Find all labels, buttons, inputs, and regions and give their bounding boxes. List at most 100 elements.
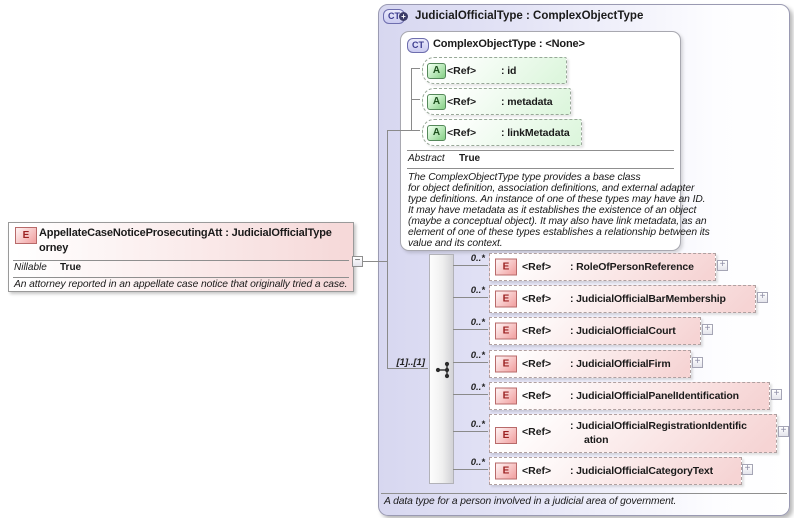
base-type-title: ComplexObjectType : <None> — [433, 38, 585, 50]
connector-line — [453, 469, 488, 470]
element-name: : JudicialOfficialBarMembership — [570, 293, 726, 305]
sequence-group-bar[interactable] — [429, 254, 454, 484]
element-title-line2: orney — [39, 242, 69, 254]
divider — [407, 168, 674, 169]
element-ref: <Ref> — [522, 325, 552, 337]
element-ref: <Ref> — [522, 390, 552, 402]
divider — [407, 150, 674, 151]
element-name-line2: ation — [584, 434, 609, 446]
element-ref: <Ref> — [522, 426, 552, 438]
abstract-label: Abstract — [408, 153, 445, 164]
connector-line — [363, 261, 387, 262]
occurrence-label: 0..* — [470, 382, 485, 393]
attribute-name: : linkMetadata — [501, 126, 570, 139]
connector-line — [387, 130, 388, 369]
connector-line — [453, 297, 488, 298]
element-icon: E — [495, 258, 517, 276]
connector-line — [453, 329, 488, 330]
complex-type-icon-label: CT — [412, 40, 424, 50]
element-icon: E — [495, 462, 517, 480]
attribute-box-id[interactable]: A <Ref> : id — [422, 57, 567, 84]
element-icon: E — [495, 355, 517, 373]
collapse-toggle[interactable]: − — [352, 256, 363, 267]
expand-toggle[interactable]: + — [692, 357, 703, 368]
nillable-label: Nillable — [14, 262, 47, 273]
element-ref: <Ref> — [522, 293, 552, 305]
expand-toggle[interactable]: + — [702, 324, 713, 335]
element-name-line1: : JudicialOfficialRegistrationIdentific — [570, 420, 747, 432]
base-type-description: The ComplexObjectType type provides a ba… — [408, 172, 710, 249]
element-icon: E — [495, 427, 517, 444]
complex-type-icon-label: CT — [388, 11, 400, 21]
element-title-line1: AppellateCaseNoticeProsecutingAtt : Judi… — [39, 227, 332, 239]
element-box-judicialofficialbarmembership[interactable]: E <Ref> : JudicialOfficialBarMembership — [489, 285, 756, 313]
connector-line — [453, 394, 488, 395]
connector-line — [453, 431, 488, 432]
element-box-roleofpersonreference[interactable]: E <Ref> : RoleOfPersonReference — [489, 253, 716, 281]
description-line: element of one of these types establishe… — [408, 227, 710, 238]
type-panel-title: JudicialOfficialType : ComplexObjectType — [415, 10, 644, 22]
element-icon: E — [495, 322, 517, 340]
expand-toggle[interactable]: + — [778, 426, 789, 437]
derived-type-plus-icon: + — [399, 12, 408, 21]
occurrence-label: 0..* — [470, 253, 485, 264]
attribute-icon: A — [427, 124, 446, 141]
connector-line — [387, 368, 428, 369]
element-name: : JudicialOfficialCourt — [570, 325, 676, 337]
element-box-judicialofficialcourt[interactable]: E <Ref> : JudicialOfficialCourt — [489, 317, 701, 345]
type-panel-judicialofficialtype: CT + JudicialOfficialType : ComplexObjec… — [378, 4, 790, 516]
expand-toggle[interactable]: + — [742, 464, 753, 475]
divider — [381, 493, 787, 494]
description-line: It may have metadata as it establishes t… — [408, 205, 697, 216]
description-line: for object definition, association defin… — [408, 183, 695, 194]
element-box-judicialofficialcategorytext[interactable]: E <Ref> : JudicialOfficialCategoryText — [489, 457, 742, 485]
sequence-icon[interactable] — [434, 360, 454, 380]
element-description: An attorney reported in an appellate cas… — [14, 279, 348, 290]
element-ref: <Ref> — [522, 465, 552, 477]
element-name: : RoleOfPersonReference — [570, 261, 694, 273]
sequence-cardinality: [1]..[1] — [396, 357, 426, 368]
type-panel-description: A data type for a person involved in a j… — [384, 496, 677, 507]
occurrence-label: 0..* — [470, 457, 485, 468]
occurrence-label: 0..* — [470, 317, 485, 328]
attribute-box-metadata[interactable]: A <Ref> : metadata — [422, 88, 571, 115]
element-name: : JudicialOfficialPanelIdentification — [570, 390, 739, 402]
element-icon: E — [15, 227, 37, 244]
expand-toggle[interactable]: + — [771, 389, 782, 400]
attribute-icon: A — [427, 93, 446, 110]
attribute-ref: <Ref> — [447, 126, 477, 139]
complex-type-icon: CT — [407, 38, 429, 53]
element-ref: <Ref> — [522, 358, 552, 370]
element-box-judicialofficialregistrationidentification[interactable]: E <Ref> : JudicialOfficialRegistrationId… — [489, 414, 777, 453]
element-icon: E — [495, 290, 517, 308]
description-line: value and its context. — [408, 238, 503, 249]
element-name: : JudicialOfficialRegistrationIdentific … — [570, 419, 747, 447]
divider — [13, 260, 349, 261]
expand-toggle[interactable]: + — [717, 260, 728, 271]
element-ref: <Ref> — [522, 261, 552, 273]
complex-type-icon: CT + — [383, 9, 408, 24]
attribute-box-linkmetadata[interactable]: A <Ref> : linkMetadata — [422, 119, 582, 146]
element-name: : JudicialOfficialCategoryText — [570, 465, 713, 477]
attribute-tree-line — [411, 68, 420, 69]
attribute-ref: <Ref> — [447, 64, 477, 77]
element-box-judicialofficialpanelidentification[interactable]: E <Ref> : JudicialOfficialPanelIdentific… — [489, 382, 770, 410]
attribute-ref: <Ref> — [447, 95, 477, 108]
abstract-value: True — [459, 153, 481, 164]
description-line: (maybe a conceptual object). It may also… — [408, 216, 707, 227]
element-box-judicialofficialfirm[interactable]: E <Ref> : JudicialOfficialFirm — [489, 350, 691, 378]
expand-toggle[interactable]: + — [757, 292, 768, 303]
description-line: The ComplexObjectType type provides a ba… — [408, 172, 641, 183]
base-type-box-complexobjecttype[interactable]: CT ComplexObjectType : <None> A <Ref> : … — [400, 31, 710, 251]
connector-line — [453, 362, 488, 363]
occurrence-label: 0..* — [470, 419, 485, 430]
attribute-name: : id — [501, 64, 517, 77]
occurrence-label: 0..* — [470, 350, 485, 361]
element-box-appellate-case-notice-prosecuting-attorney[interactable]: E AppellateCaseNoticeProsecutingAtt : Ju… — [8, 222, 354, 292]
nillable-value: True — [60, 262, 82, 273]
element-name: : JudicialOfficialFirm — [570, 358, 671, 370]
occurrence-label: 0..* — [470, 285, 485, 296]
element-icon: E — [495, 387, 517, 405]
connector-line — [453, 265, 488, 266]
